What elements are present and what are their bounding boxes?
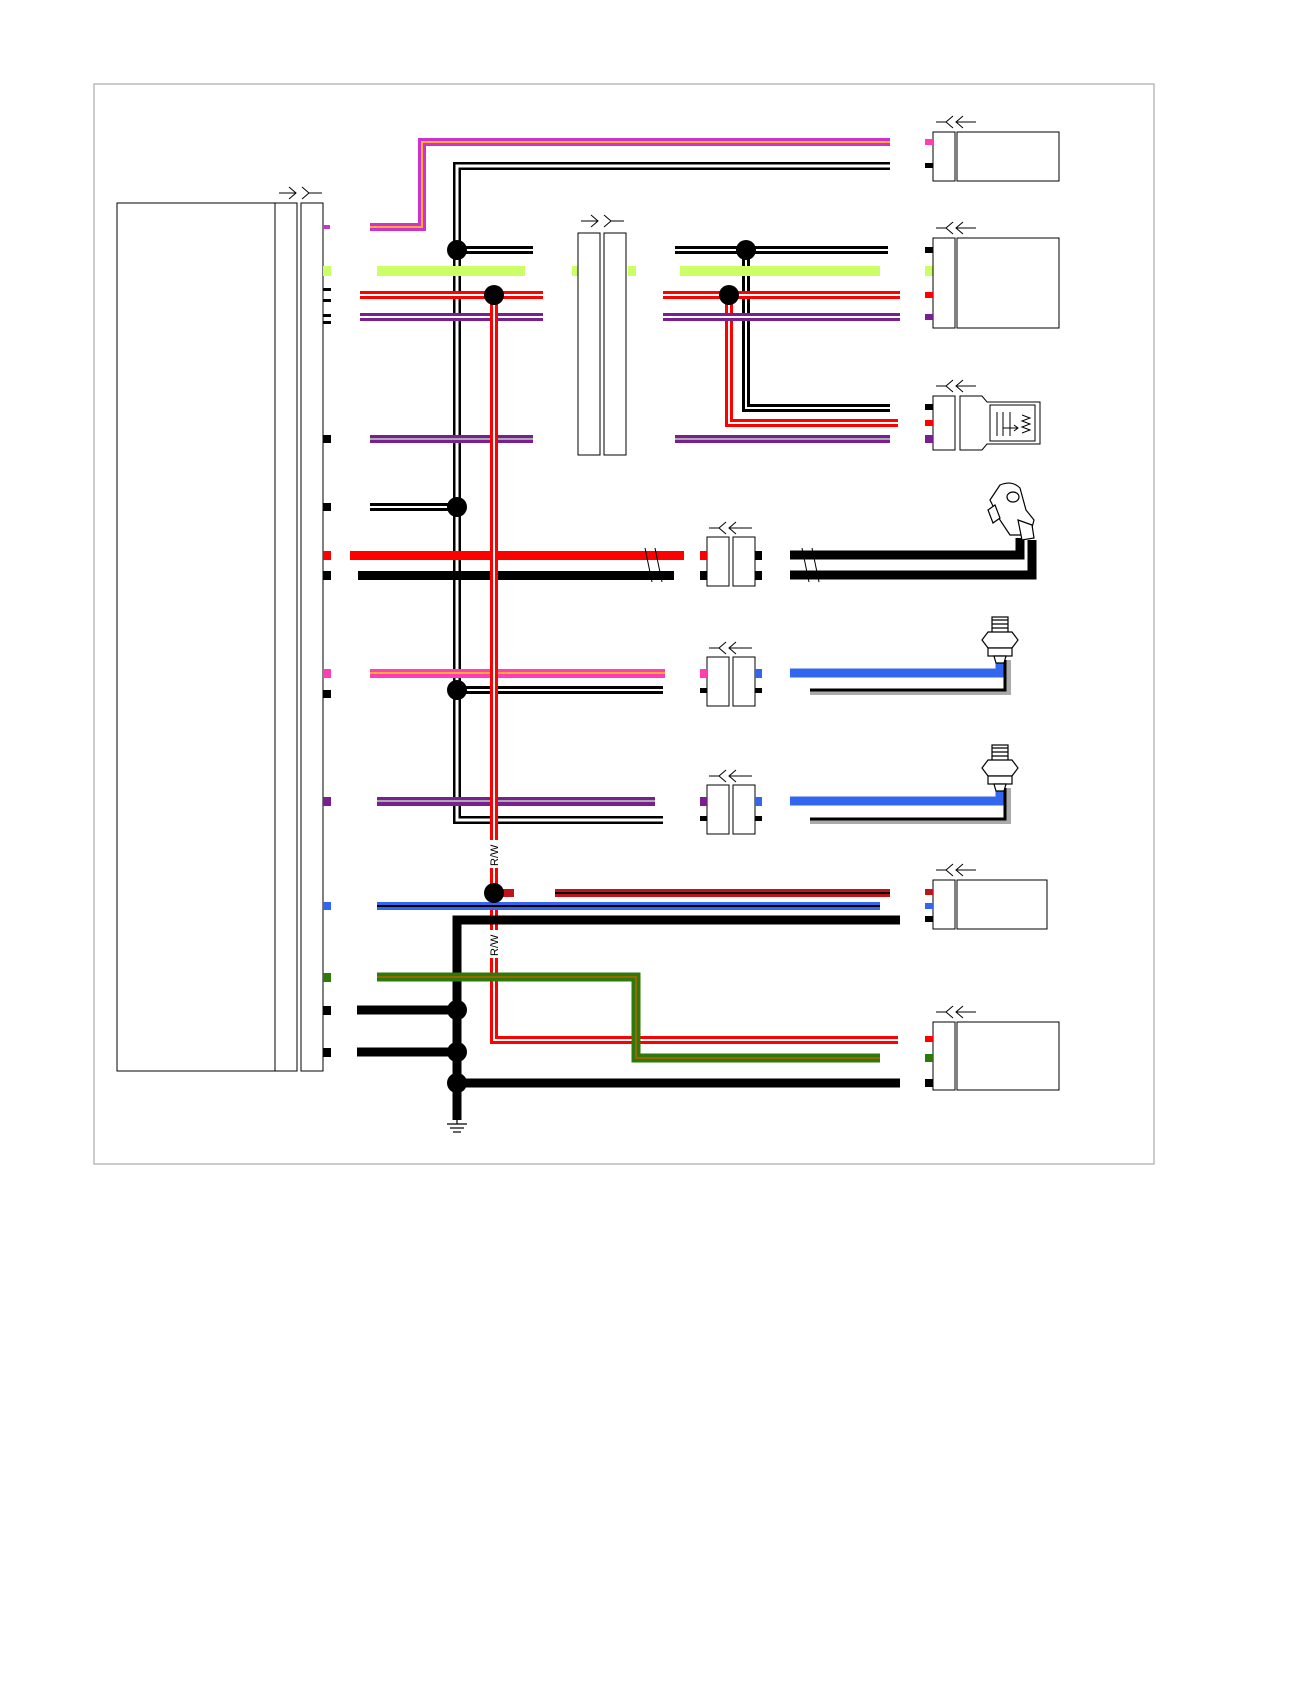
connector-symbol-icon	[581, 214, 624, 228]
pressure-sensor-icon-1	[981, 616, 1019, 664]
break-marks	[644, 547, 820, 583]
splice-points	[447, 240, 756, 1093]
device-connector-5	[925, 1005, 1060, 1091]
wire-blue-sensor2	[790, 657, 1011, 695]
wire-red-black-893	[494, 889, 890, 897]
wire-black-row1	[457, 246, 890, 412]
wire-blue-sensor3	[790, 785, 1011, 824]
device-connector-2	[925, 221, 1060, 329]
wire-black-thick-575	[323, 571, 674, 580]
wire-pink-yellow-top	[323, 138, 890, 231]
ground-symbol-icon	[447, 1120, 467, 1133]
resistor-sensor-icon	[996, 412, 1032, 436]
pressure-sensor-icon-2	[981, 744, 1019, 792]
wire-black-sensor1	[790, 538, 1037, 580]
wire-blue-906	[323, 902, 880, 910]
ecu-pin-stubs	[323, 288, 331, 1057]
wire-red-thick	[323, 551, 684, 560]
wire-violet-gray-row	[370, 435, 890, 443]
diagram-frame	[93, 83, 1155, 1165]
wire-black-ground-bus	[453, 162, 890, 824]
wire-labels: R/W R/W	[486, 840, 502, 958]
wire-yellow-green	[323, 266, 933, 276]
device-connector-1	[925, 115, 1060, 182]
wire-red-white-vertical	[490, 295, 898, 1044]
wire-label-rw-lower: R/W	[489, 934, 501, 956]
wire-green	[323, 972, 880, 1063]
ring-terminal-sensor-icon	[987, 482, 1035, 541]
connector-symbol-icon	[279, 186, 322, 200]
inline-connector-sensor1	[700, 521, 762, 587]
device-connector-4	[925, 863, 1048, 930]
wire-red-white-row	[360, 291, 900, 427]
wire-label-rw-upper: R/W	[489, 844, 501, 866]
wire-violet-801	[323, 797, 655, 806]
ecu-module	[116, 186, 324, 1072]
wire-pink-673	[323, 669, 665, 678]
inline-connector-sensor2	[700, 641, 762, 707]
inline-connector-sensor3	[700, 769, 762, 835]
device-connector-3-resistor	[925, 379, 1041, 451]
wire-black-ground-lower	[357, 915, 900, 1120]
inline-connector-mid	[577, 214, 627, 456]
